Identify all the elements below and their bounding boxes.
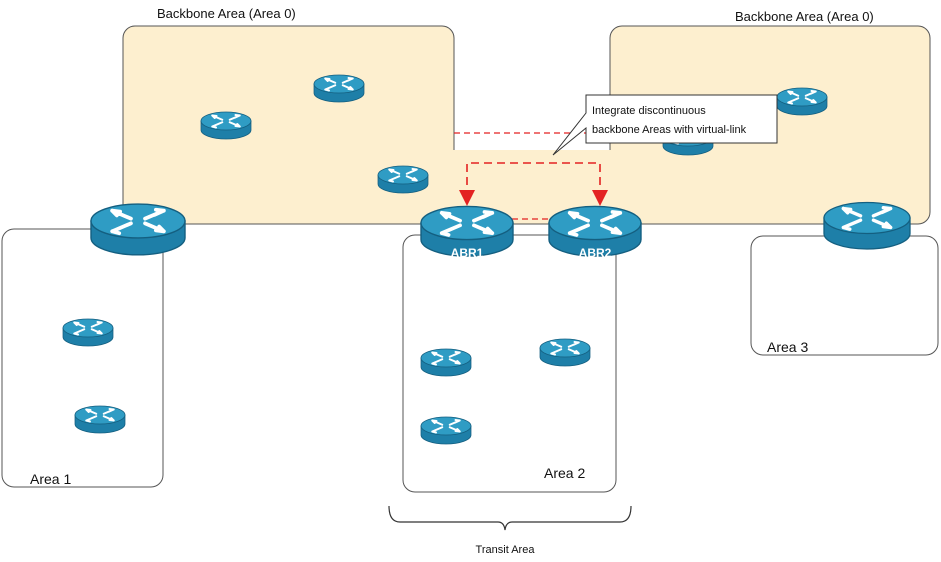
backbone-right-label: Backbone Area (Area 0) — [735, 9, 874, 24]
area1-label: Area 1 — [30, 471, 71, 487]
router-icon — [420, 348, 472, 377]
backbone-area-left — [122, 25, 455, 225]
router-icon — [776, 87, 828, 116]
router-icon — [313, 74, 365, 103]
backbone-left-label: Backbone Area (Area 0) — [157, 6, 296, 21]
transit-area-brace — [388, 505, 632, 531]
router-icon — [377, 165, 429, 194]
callout-box — [552, 94, 778, 156]
router-icon — [822, 200, 912, 251]
callout-line1: Integrate discontinuous — [592, 105, 706, 117]
router-icon — [539, 338, 591, 367]
callout-line2: backbone Areas with virtual-link — [592, 124, 747, 136]
abr1-label: ABR1 — [451, 246, 484, 260]
router-icon — [89, 202, 187, 257]
area3-box — [750, 235, 939, 356]
transit-area-label: Transit Area — [476, 544, 536, 556]
router-icon — [200, 111, 252, 140]
virtual-link-path — [466, 162, 601, 198]
area3-label: Area 3 — [767, 339, 808, 355]
area1-box — [1, 228, 164, 488]
router-icon — [62, 318, 114, 347]
area2-label: Area 2 — [544, 465, 585, 481]
router-icon — [420, 416, 472, 445]
router-icon — [74, 405, 126, 434]
abr2-label: ABR2 — [579, 246, 612, 260]
